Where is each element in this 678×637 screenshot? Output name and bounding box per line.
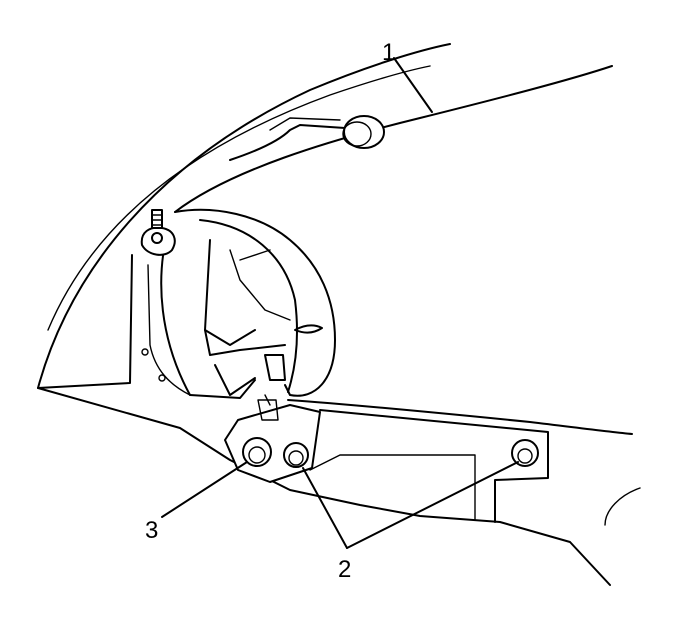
bolt-3 (242, 437, 272, 467)
slot (294, 324, 323, 334)
bumper-edge (287, 399, 633, 523)
bolt-2-right (511, 439, 539, 467)
fender-curl (604, 487, 641, 526)
fender-outline (37, 43, 611, 586)
callout-3: 3 (145, 517, 158, 544)
mounting-bracket (224, 394, 321, 483)
upper-stud (140, 209, 176, 382)
leader-lines (161, 57, 519, 549)
hood-panel (174, 65, 613, 397)
headlamp-housing (147, 115, 385, 399)
callout-1: 1 (382, 39, 395, 66)
bolt-2-left (283, 442, 309, 468)
callout-2: 2 (338, 556, 351, 583)
